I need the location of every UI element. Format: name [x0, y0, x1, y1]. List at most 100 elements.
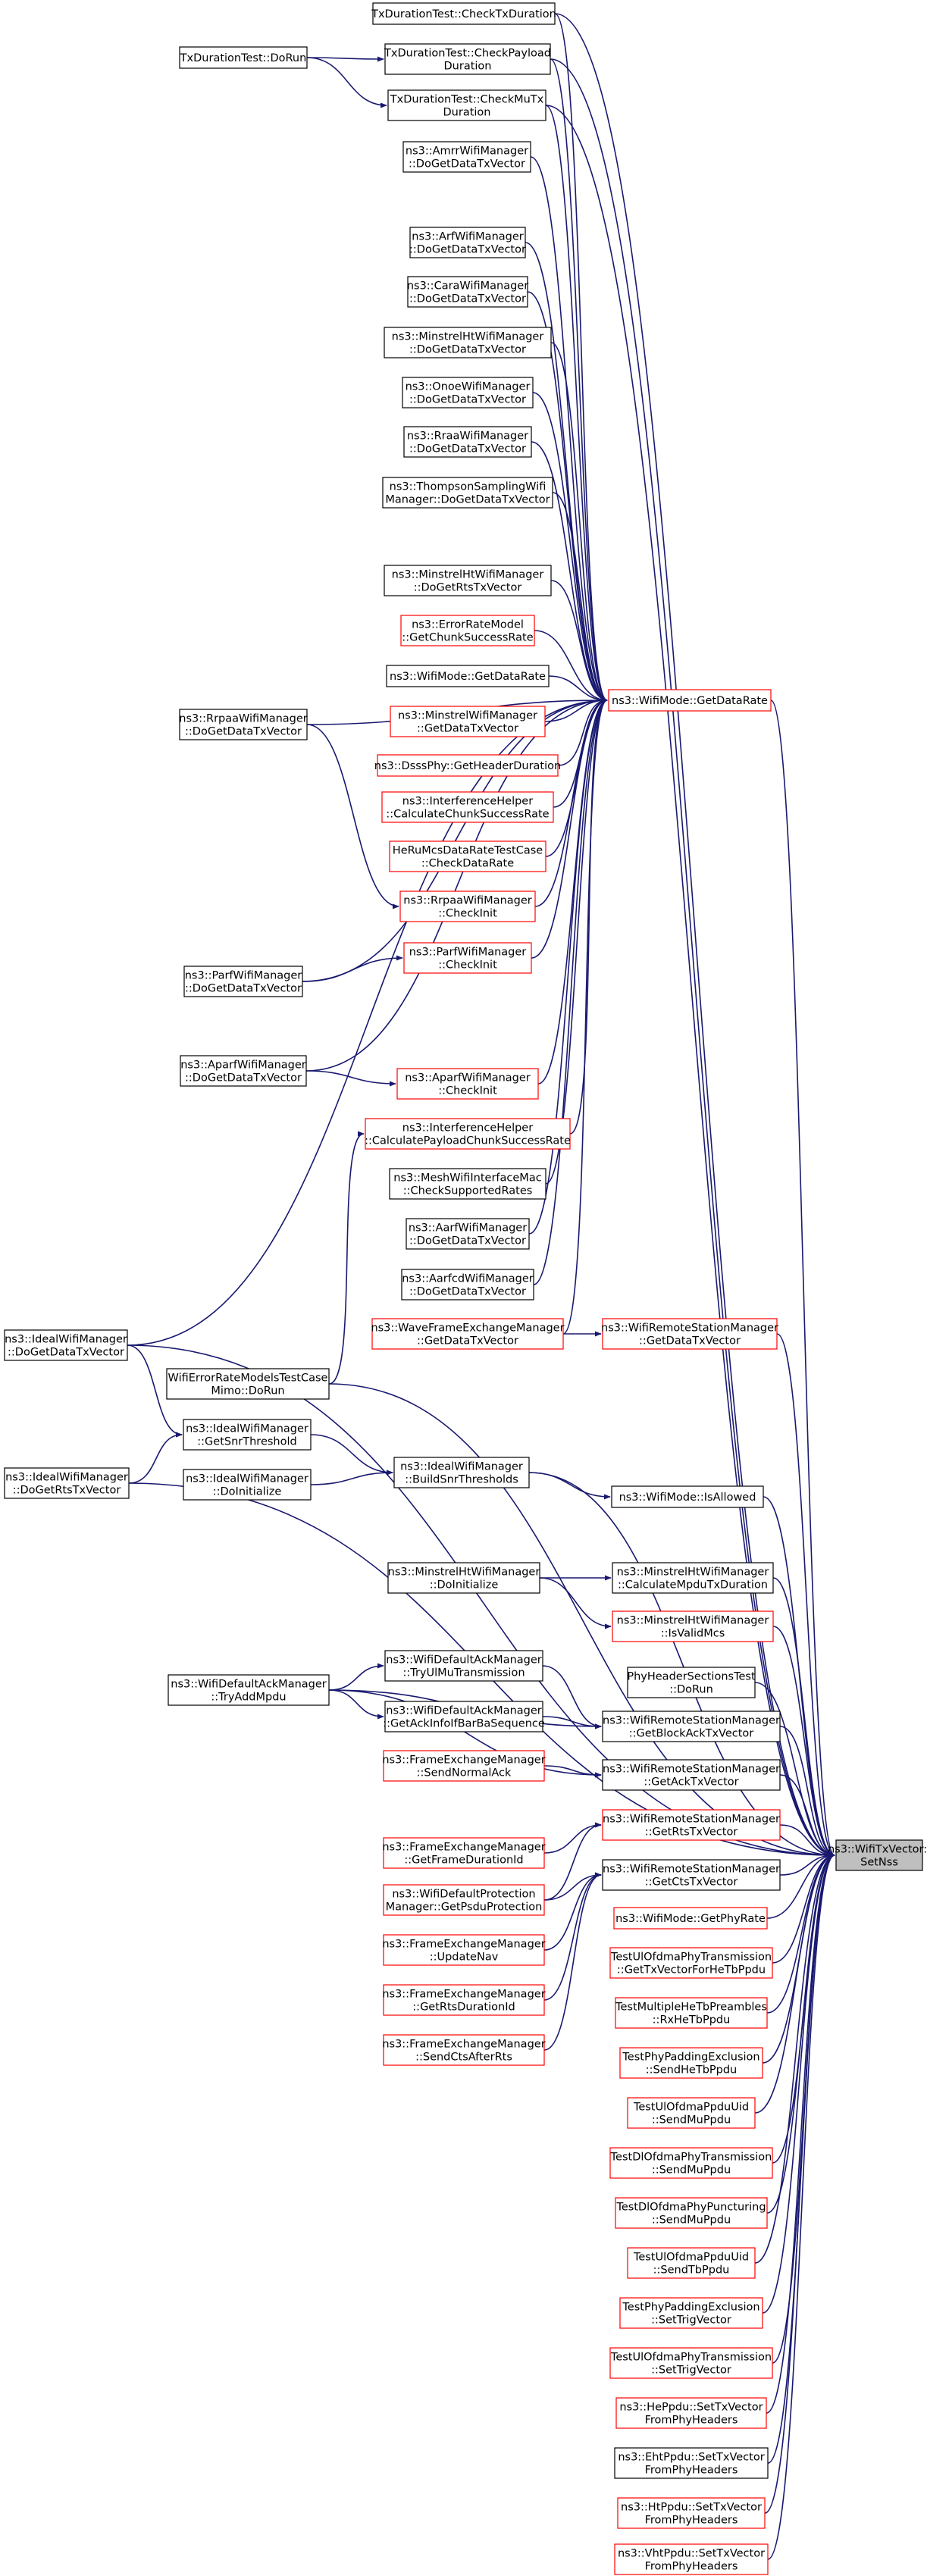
node-aparf-dogetdata[interactable]: ns3::AparfWifiManager::DoGetDataTxVector [180, 1055, 307, 1087]
node-box [372, 2, 556, 25]
node-dlofdma-punct[interactable]: TestDlOfdmaPhyPuncturing::SendMuPpdu [615, 2197, 768, 2229]
node-ideal-doinit[interactable]: ns3::IdealWifiManager::DoInitialize [183, 1469, 312, 1501]
node-label: FromPhyHeaders [645, 2515, 738, 2527]
node-ideal-dogetdata[interactable]: ns3::IdealWifiManager::DoGetDataTxVector [4, 1329, 128, 1361]
node-label: ::SendCtsAfterRts [415, 2052, 512, 2064]
node-ulofdma-settrig[interactable]: TestUlOfdmaPhyTransmission::SetTrigVecto… [609, 2347, 773, 2379]
node-ideal-buildsnr[interactable]: ns3::IdealWifiManager::BuildSnrThreshold… [393, 1457, 530, 1488]
node-label: TxDurationTest::CheckPayload [384, 48, 551, 60]
node-wave[interactable]: ns3::WaveFrameExchangeManager::GetDataTx… [371, 1318, 565, 1350]
node-target[interactable]: ns3::WifiTxVector::SetNss [828, 1839, 927, 1871]
node-phypadding-settrig[interactable]: TestPhyPaddingExclusion::SetTrigVector [619, 2297, 763, 2329]
node-minstrel-ht-manager[interactable]: ns3::MinstrelHtWifiManager::DoGetDataTxV… [384, 327, 552, 358]
node-label: TestPhyPaddingExclusion [622, 2302, 759, 2314]
node-rraa[interactable]: ns3::RraaWifiManager::DoGetDataTxVector [403, 426, 532, 458]
node-getdatarate-main[interactable]: ns3::WifiMode::GetDataRate [608, 689, 772, 712]
node-multiplehe[interactable]: TestMultipleHeTbPreambles::RxHeTbPpdu [615, 1997, 768, 2029]
node-parf-dogetdata[interactable]: ns3::ParfWifiManager::DoGetDataTxVector [183, 966, 303, 997]
node-onoe[interactable]: ns3::OnoeWifiManager::DoGetDataTxVector [402, 377, 534, 408]
node-ulofdma-gettx[interactable]: TestUlOfdmaPhyTransmission::GetTxVectorF… [609, 1947, 773, 1979]
node-txdur-dorun[interactable]: TxDurationTest::DoRun [179, 46, 308, 69]
node-heru[interactable]: HeRuMcsDataRateTestCase::CheckDataRate [389, 840, 546, 872]
node-phyheader[interactable]: PhyHeaderSectionsTest::DoRun [627, 1667, 756, 1698]
node-txdur-check[interactable]: TxDurationTest::CheckTxDuration [371, 2, 556, 25]
node-label: ::GetSnrThreshold [197, 1436, 296, 1448]
node-amrr[interactable]: ns3::AmrrWifiManager::DoGetDataTxVector [402, 141, 531, 173]
node-defaultack-getackinfo[interactable]: ns3::WifiDefaultAckManager::GetAckInfoIf… [383, 1701, 545, 1732]
node-label: ns3::WifiDefaultAckManager [386, 1705, 542, 1717]
node-interference-chunk[interactable]: ns3::InterferenceHelper::CalculateChunkS… [381, 791, 554, 823]
node-label: FromPhyHeaders [645, 2415, 738, 2427]
node-remote-getrts[interactable]: ns3::WifiRemoteStationManager::GetRtsTxV… [602, 1809, 781, 1841]
node-rrpaa-checkinit[interactable]: ns3::RrpaaWifiManager::CheckInit [399, 890, 536, 922]
node-dlofdma-sendmu[interactable]: TestDlOfdmaPhyTransmission::SendMuPpdu [609, 2147, 773, 2179]
node-box [602, 1809, 781, 1841]
node-label: ns3::MinstrelHtWifiManager [392, 569, 544, 581]
node-fem-updatenav[interactable]: ns3::FrameExchangeManager::UpdateNav [382, 1934, 546, 1966]
node-minstrel-getdatatx[interactable]: ns3::MinstrelWifiManager::GetDataTxVecto… [390, 706, 546, 737]
node-label: ns3::IdealWifiManager [186, 1423, 308, 1435]
node-mesh[interactable]: ns3::MeshWifiInterfaceMac::CheckSupporte… [389, 1168, 546, 1200]
node-label: ns3::ThompsonSamplingWifi [390, 481, 546, 493]
node-defaultack-tryul[interactable]: ns3::WifiDefaultAckManager::TryUlMuTrans… [384, 1650, 543, 1682]
node-dsss[interactable]: ns3::DsssPhy::GetHeaderDuration [374, 754, 561, 777]
node-minstrelht-doinit[interactable]: ns3::MinstrelHtWifiManager::DoInitialize [387, 1562, 540, 1594]
edge-remote-getrts-to-target [779, 1824, 835, 1858]
node-box [4, 1467, 130, 1499]
node-box [611, 1485, 764, 1508]
node-remote-getdatatx[interactable]: ns3::WifiRemoteStationManager::GetDataTx… [601, 1318, 778, 1350]
node-ideal-dogetrts[interactable]: ns3::IdealWifiManager::DoGetRtsTxVector [4, 1467, 130, 1499]
node-rrpaa-dogetdata[interactable]: ns3::RrpaaWifiManager::DoGetDataTxVector [179, 709, 308, 740]
node-label: ::CalculatePayloadChunkSuccessRate [365, 1135, 571, 1147]
edge-ideal-dogetdata-to-ideal-getsnr [127, 1344, 183, 1438]
node-arf[interactable]: ns3::ArfWifiManager::DoGetDataTxVector [409, 227, 526, 258]
node-fem-sendnormalack[interactable]: ns3::FrameExchangeManager::SendNormalAck [382, 1750, 546, 1782]
node-box [383, 1984, 545, 2016]
node-defaultprot[interactable]: ns3::WifiDefaultProtectionManager::GetPs… [383, 1884, 545, 1916]
node-box [383, 1884, 545, 1916]
node-cara[interactable]: ns3::CaraWifiManager::DoGetDataTxVector [407, 276, 528, 308]
node-minstrelht-isvalid[interactable]: ns3::MinstrelHtWifiManager::IsValidMcs [612, 1610, 774, 1642]
node-wifimode-getphyrate[interactable]: ns3::WifiMode::GetPhyRate [613, 1907, 768, 1930]
node-ideal-getsnr[interactable]: ns3::IdealWifiManager::GetSnrThreshold [183, 1419, 312, 1451]
node-aarf[interactable]: ns3::AarfWifiManager::DoGetDataTxVector [406, 1218, 530, 1250]
node-ulofdmappduuid-sendtb[interactable]: TestUlOfdmaPpduUid::SendTbPpdu [627, 2247, 756, 2279]
node-ulofdmappduuid-sendmu[interactable]: TestUlOfdmaPpduUid::SendMuPpdu [627, 2097, 756, 2129]
node-parf-checkinit[interactable]: ns3::ParfWifiManager::CheckInit [403, 942, 532, 974]
node-fem-getframeduration[interactable]: ns3::FrameExchangeManager::GetFrameDurat… [382, 1837, 546, 1869]
node-box [612, 1562, 774, 1594]
node-fem-sendctsafter[interactable]: ns3::FrameExchangeManager::SendCtsAfterR… [382, 2034, 546, 2066]
node-aarfcd[interactable]: ns3::AarfcdWifiManager::DoGetDataTxVecto… [401, 1269, 534, 1301]
node-phypadding-send[interactable]: TestPhyPaddingExclusion::SendHeTbPpdu [619, 2047, 763, 2079]
node-label: ns3::IdealWifiManager [5, 1334, 127, 1346]
node-remote-getblockack[interactable]: ns3::WifiRemoteStationManager::GetBlockA… [602, 1711, 781, 1742]
node-defaultack-tryadd[interactable]: ns3::WifiDefaultAckManager::TryAddMpdu [168, 1674, 330, 1706]
edge-fem-updatenav-to-remote-getcts [543, 1872, 602, 1951]
node-label: ns3::AmrrWifiManager [406, 146, 528, 158]
node-wifimode-getdatarate-small[interactable]: ns3::WifiMode::GetDataRate [386, 665, 550, 687]
node-remote-getcts[interactable]: ns3::WifiRemoteStationManager::GetCtsTxV… [602, 1859, 781, 1891]
node-error-rate-model[interactable]: ns3::ErrorRateModel::GetChunkSuccessRate [400, 615, 535, 646]
node-box [614, 2447, 769, 2479]
node-label: TestPhyPaddingExclusion [622, 2052, 759, 2064]
node-aparf-checkinit[interactable]: ns3::AparfWifiManager::CheckInit [396, 1068, 539, 1100]
node-box [619, 2297, 763, 2329]
node-label: Manager::DoGetDataTxVector [385, 494, 550, 506]
node-minstrel-ht-rts[interactable]: ns3::MinstrelHtWifiManager::DoGetRtsTxVe… [384, 565, 552, 596]
node-thompson[interactable]: ns3::ThompsonSamplingWifiManager::DoGetD… [382, 477, 553, 509]
node-interference-payload[interactable]: ns3::InterferenceHelper::CalculatePayloa… [365, 1118, 571, 1150]
node-wifimode-isallowed[interactable]: ns3::WifiMode::IsAllowed [611, 1485, 764, 1508]
node-minstrelht-calc[interactable]: ns3::MinstrelHtWifiManager::CalculateMpd… [612, 1562, 774, 1594]
node-box [4, 1329, 128, 1361]
node-label: ::DoGetDataTxVector [409, 293, 526, 305]
node-fem-getrtsdur[interactable]: ns3::FrameExchangeManager::GetRtsDuratio… [382, 1984, 546, 2016]
node-label: TxDurationTest::DoRun [180, 52, 307, 64]
node-remote-getack[interactable]: ns3::WifiRemoteStationManager::GetAckTxV… [602, 1759, 781, 1791]
